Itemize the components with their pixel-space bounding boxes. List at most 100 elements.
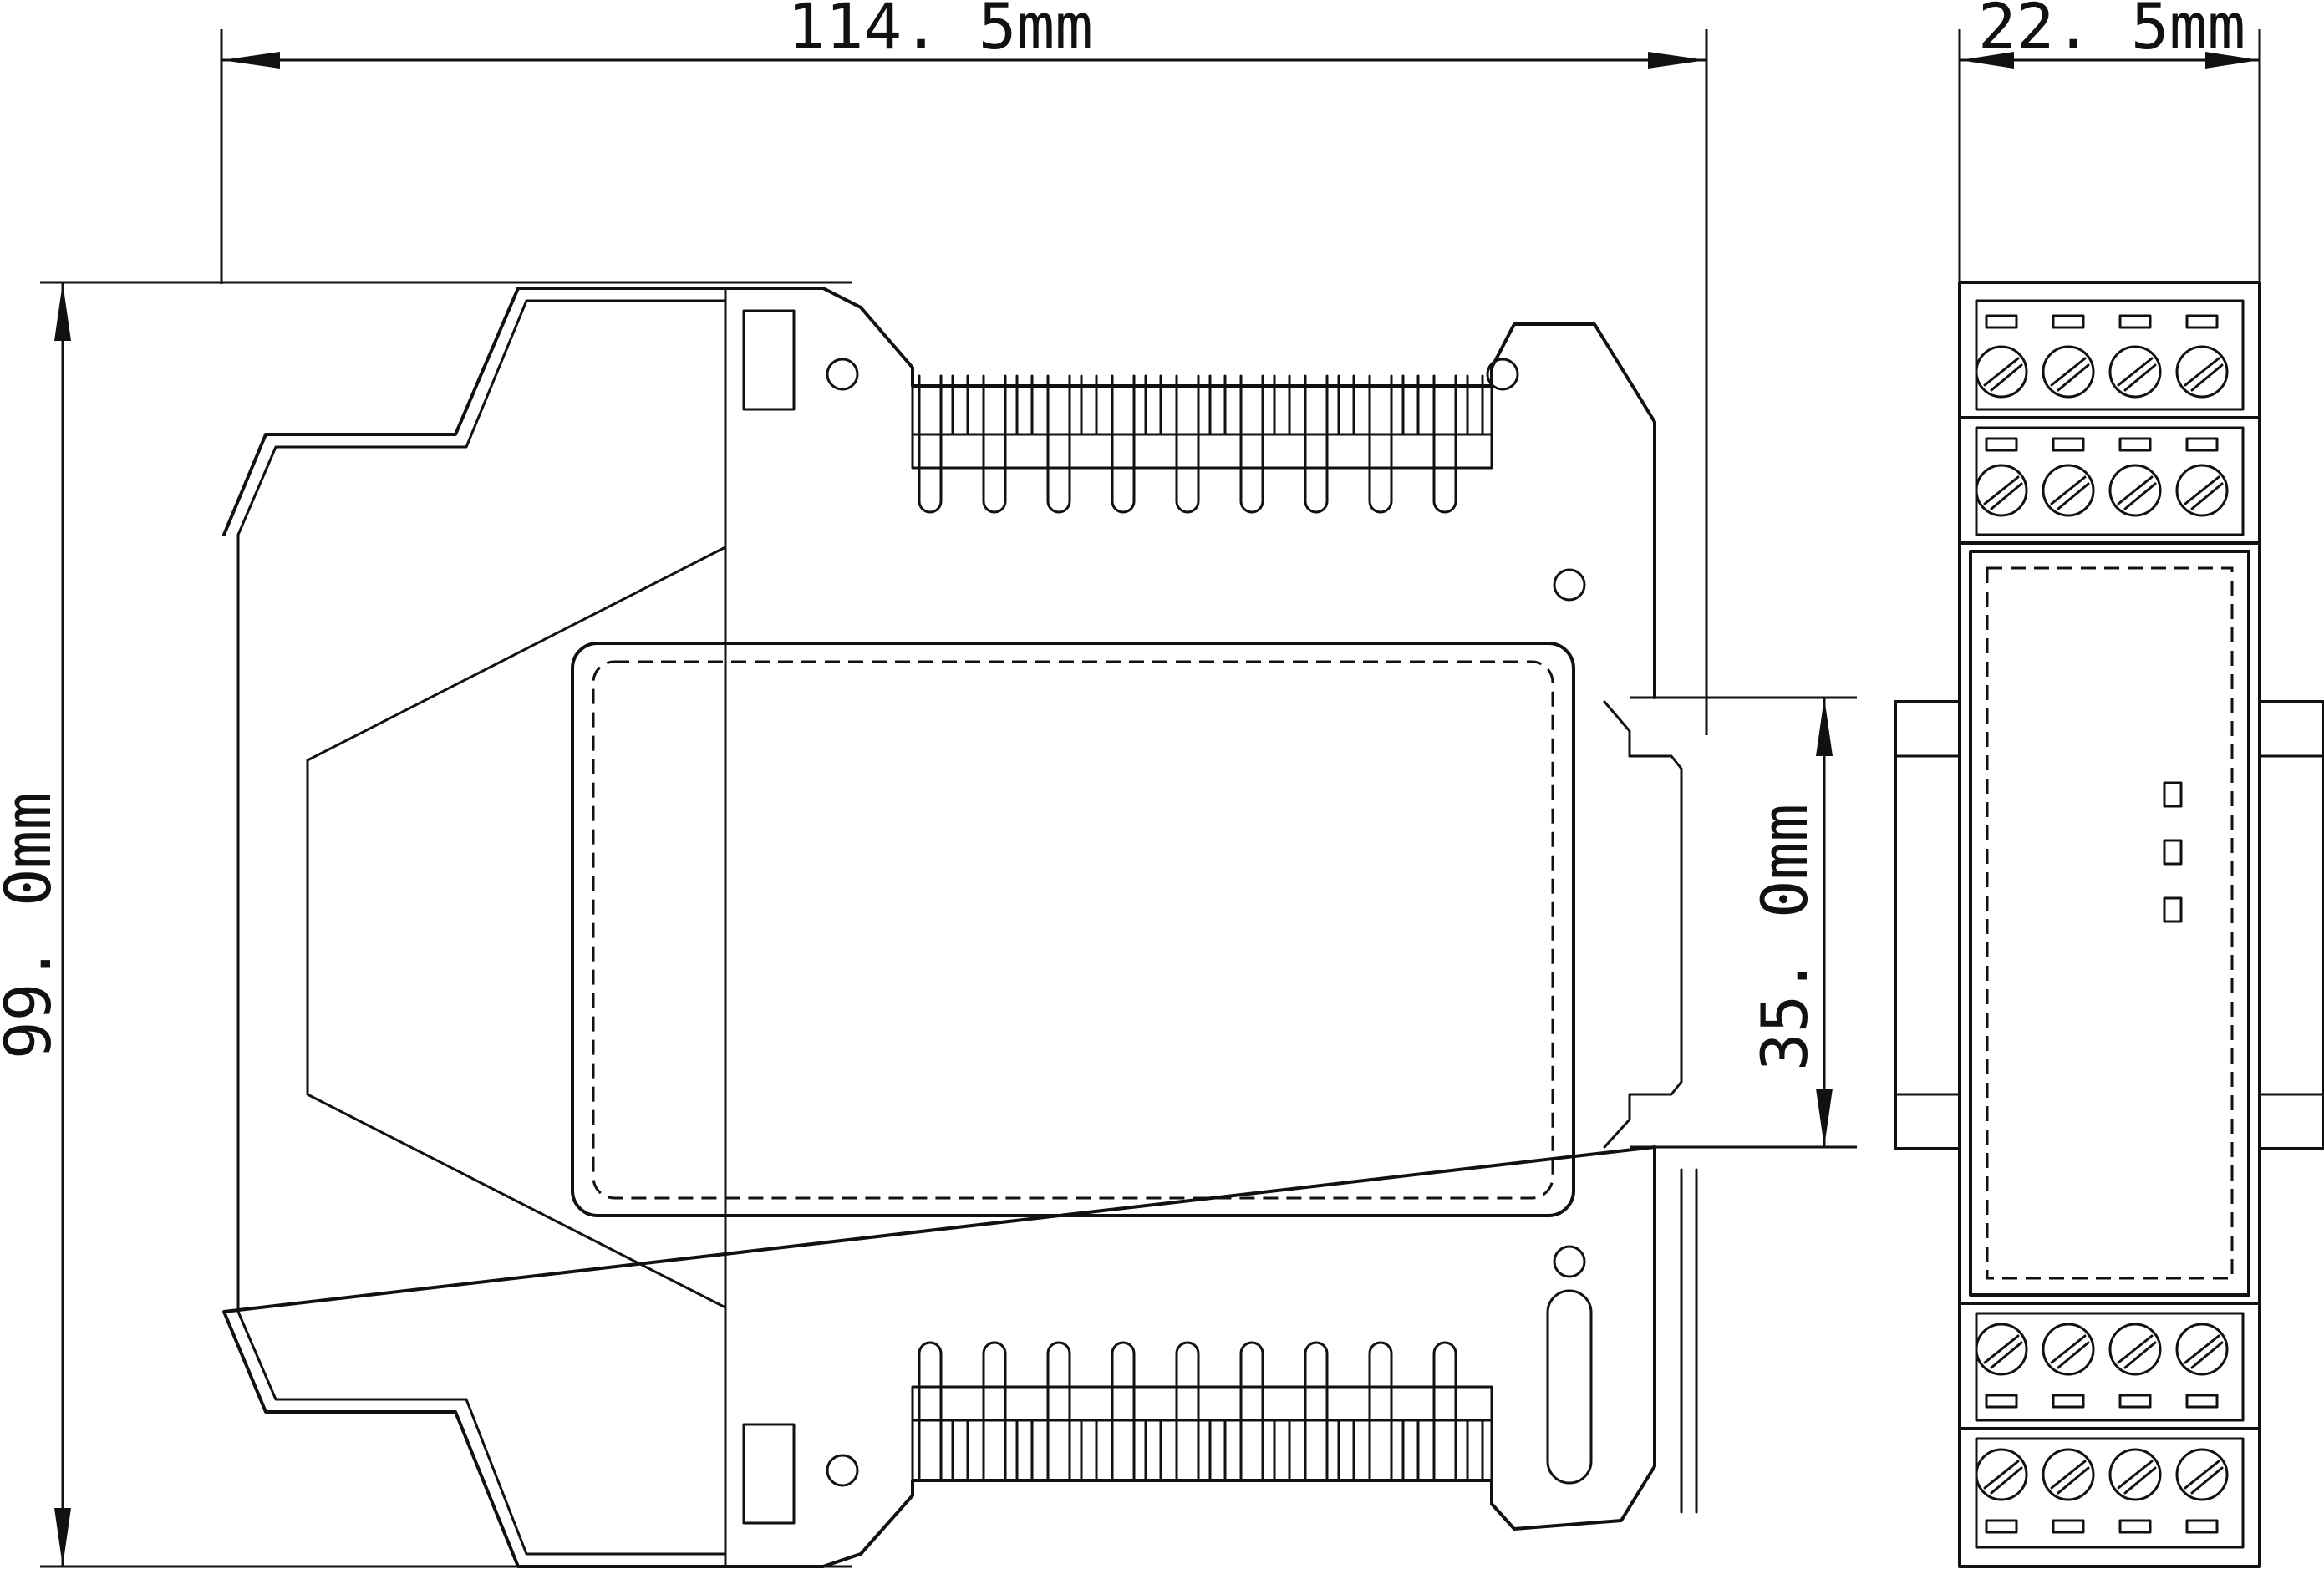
- screw-slot: [2190, 363, 2224, 392]
- screw-slot: [2184, 357, 2220, 387]
- terminal-marker: [2052, 1394, 2085, 1409]
- screw-slot: [2117, 475, 2154, 505]
- side-rail-clip: [1603, 700, 1683, 1149]
- dim-width-label: 114. 5mm: [787, 0, 1093, 63]
- terminal-marker: [1985, 437, 2018, 452]
- screw-slot: [2057, 1341, 2090, 1369]
- screw-slot: [2184, 475, 2220, 505]
- side-tooth-top: [1432, 374, 1457, 514]
- screw-slot: [2057, 1466, 2090, 1495]
- screw-slot: [1990, 1466, 2023, 1495]
- side-hole-top-left: [826, 358, 859, 391]
- side-tooth-bottom-inner: [1273, 1419, 1291, 1480]
- side-tooth-top: [1175, 374, 1200, 514]
- terminal-screw: [2042, 464, 2095, 517]
- side-tooth-top: [1111, 374, 1136, 514]
- screw-slot: [2190, 1466, 2224, 1495]
- side-hole-bottom-mid: [1553, 1245, 1586, 1278]
- screw-slot: [2050, 475, 2087, 505]
- screw-slot: [2057, 482, 2090, 510]
- screw-slot: [2190, 482, 2224, 510]
- dim-rail: 35. 0mm: [1630, 696, 1857, 1149]
- side-tooth-bottom: [918, 1341, 943, 1480]
- side-tooth-bottom-inner: [1015, 1419, 1034, 1480]
- side-tooth-top: [918, 374, 943, 514]
- side-tooth-bottom: [1368, 1341, 1393, 1480]
- side-tooth-bottom-inner: [1401, 1419, 1420, 1480]
- terminal-marker: [2185, 437, 2219, 452]
- side-terminal-teeth: [918, 374, 1484, 1480]
- terminal-screw: [2175, 345, 2229, 399]
- side-tooth-bottom: [982, 1341, 1007, 1480]
- screw-slot: [2184, 1460, 2220, 1490]
- side-tooth-bottom: [1239, 1341, 1264, 1480]
- side-tooth-top: [1239, 374, 1264, 514]
- front-label-panel-dashed: [1986, 566, 2234, 1280]
- side-tooth-bottom-inner: [1466, 1419, 1484, 1480]
- screw-slot: [2050, 357, 2087, 387]
- side-tooth-top: [1046, 374, 1071, 514]
- terminal-marker: [2052, 437, 2085, 452]
- terminal-screw: [2108, 1323, 2162, 1376]
- terminal-marker: [2185, 1394, 2219, 1409]
- side-tooth-top-inner: [1208, 374, 1227, 436]
- side-tooth-top: [1368, 374, 1393, 514]
- screw-slot: [1983, 1460, 2020, 1490]
- side-tooth-bottom-inner: [1208, 1419, 1227, 1480]
- side-hole-bottom-left: [826, 1454, 859, 1487]
- terminal-marker: [1985, 314, 2018, 329]
- terminal-screw: [2108, 1448, 2162, 1501]
- side-tooth-bottom-inner: [951, 1419, 969, 1480]
- terminal-marker: [2118, 1519, 2152, 1534]
- side-hole-top-right: [1486, 358, 1519, 391]
- front-screw-terminals: [1975, 314, 2229, 1534]
- screw-slot: [2117, 1334, 2154, 1364]
- side-tooth-bottom-inner: [1144, 1419, 1162, 1480]
- side-label-bottom: [742, 1423, 796, 1525]
- screw-slot: [2117, 357, 2154, 387]
- terminal-marker: [2052, 1519, 2085, 1534]
- side-tooth-top-inner: [1466, 374, 1484, 436]
- screw-slot: [2117, 1460, 2154, 1490]
- screw-slot: [2123, 363, 2157, 392]
- side-tooth-top-inner: [1401, 374, 1420, 436]
- screw-slot: [2123, 1466, 2157, 1495]
- side-tooth-bottom-inner: [1080, 1419, 1098, 1480]
- screw-slot: [2190, 1341, 2224, 1369]
- terminal-marker: [2118, 314, 2152, 329]
- side-slot: [1546, 1289, 1593, 1485]
- screw-slot: [1983, 475, 2020, 505]
- side-tooth-top-inner: [1080, 374, 1098, 436]
- side-tooth-top-inner: [1273, 374, 1291, 436]
- side-tooth-bottom: [1432, 1341, 1457, 1480]
- side-bottom-terminal: [911, 1385, 1493, 1482]
- side-tooth-top-inner: [1015, 374, 1034, 436]
- screw-slot: [1983, 357, 2020, 387]
- terminal-screw: [2042, 345, 2095, 399]
- terminal-screw: [2175, 464, 2229, 517]
- side-tooth-bottom: [1046, 1341, 1071, 1480]
- side-view: [222, 287, 1698, 1568]
- front-label-panel: [1969, 550, 2250, 1297]
- terminal-screw: [1975, 1448, 2028, 1501]
- front-view: [1894, 281, 2324, 1568]
- terminal-marker: [1985, 1394, 2018, 1409]
- terminal-marker: [2052, 314, 2085, 329]
- terminal-marker: [1985, 1519, 2018, 1534]
- screw-slot: [1990, 1341, 2023, 1369]
- dim-width: 114. 5mm: [220, 0, 1708, 735]
- screw-slot: [2123, 1341, 2157, 1369]
- terminal-screw: [2042, 1448, 2095, 1501]
- terminal-screw: [2175, 1323, 2229, 1376]
- screw-slot: [1983, 1334, 2020, 1364]
- terminal-marker: [2185, 314, 2219, 329]
- terminal-screw: [1975, 345, 2028, 399]
- side-cover-outline: [222, 287, 1656, 1568]
- terminal-marker: [2118, 1394, 2152, 1409]
- side-top-terminal: [911, 366, 1493, 470]
- terminal-screw: [1975, 464, 2028, 517]
- side-label-panel-dashed: [592, 660, 1554, 1200]
- side-cover-inner: [236, 299, 727, 1556]
- side-tooth-top: [982, 374, 1007, 514]
- terminal-screw: [2175, 1448, 2229, 1501]
